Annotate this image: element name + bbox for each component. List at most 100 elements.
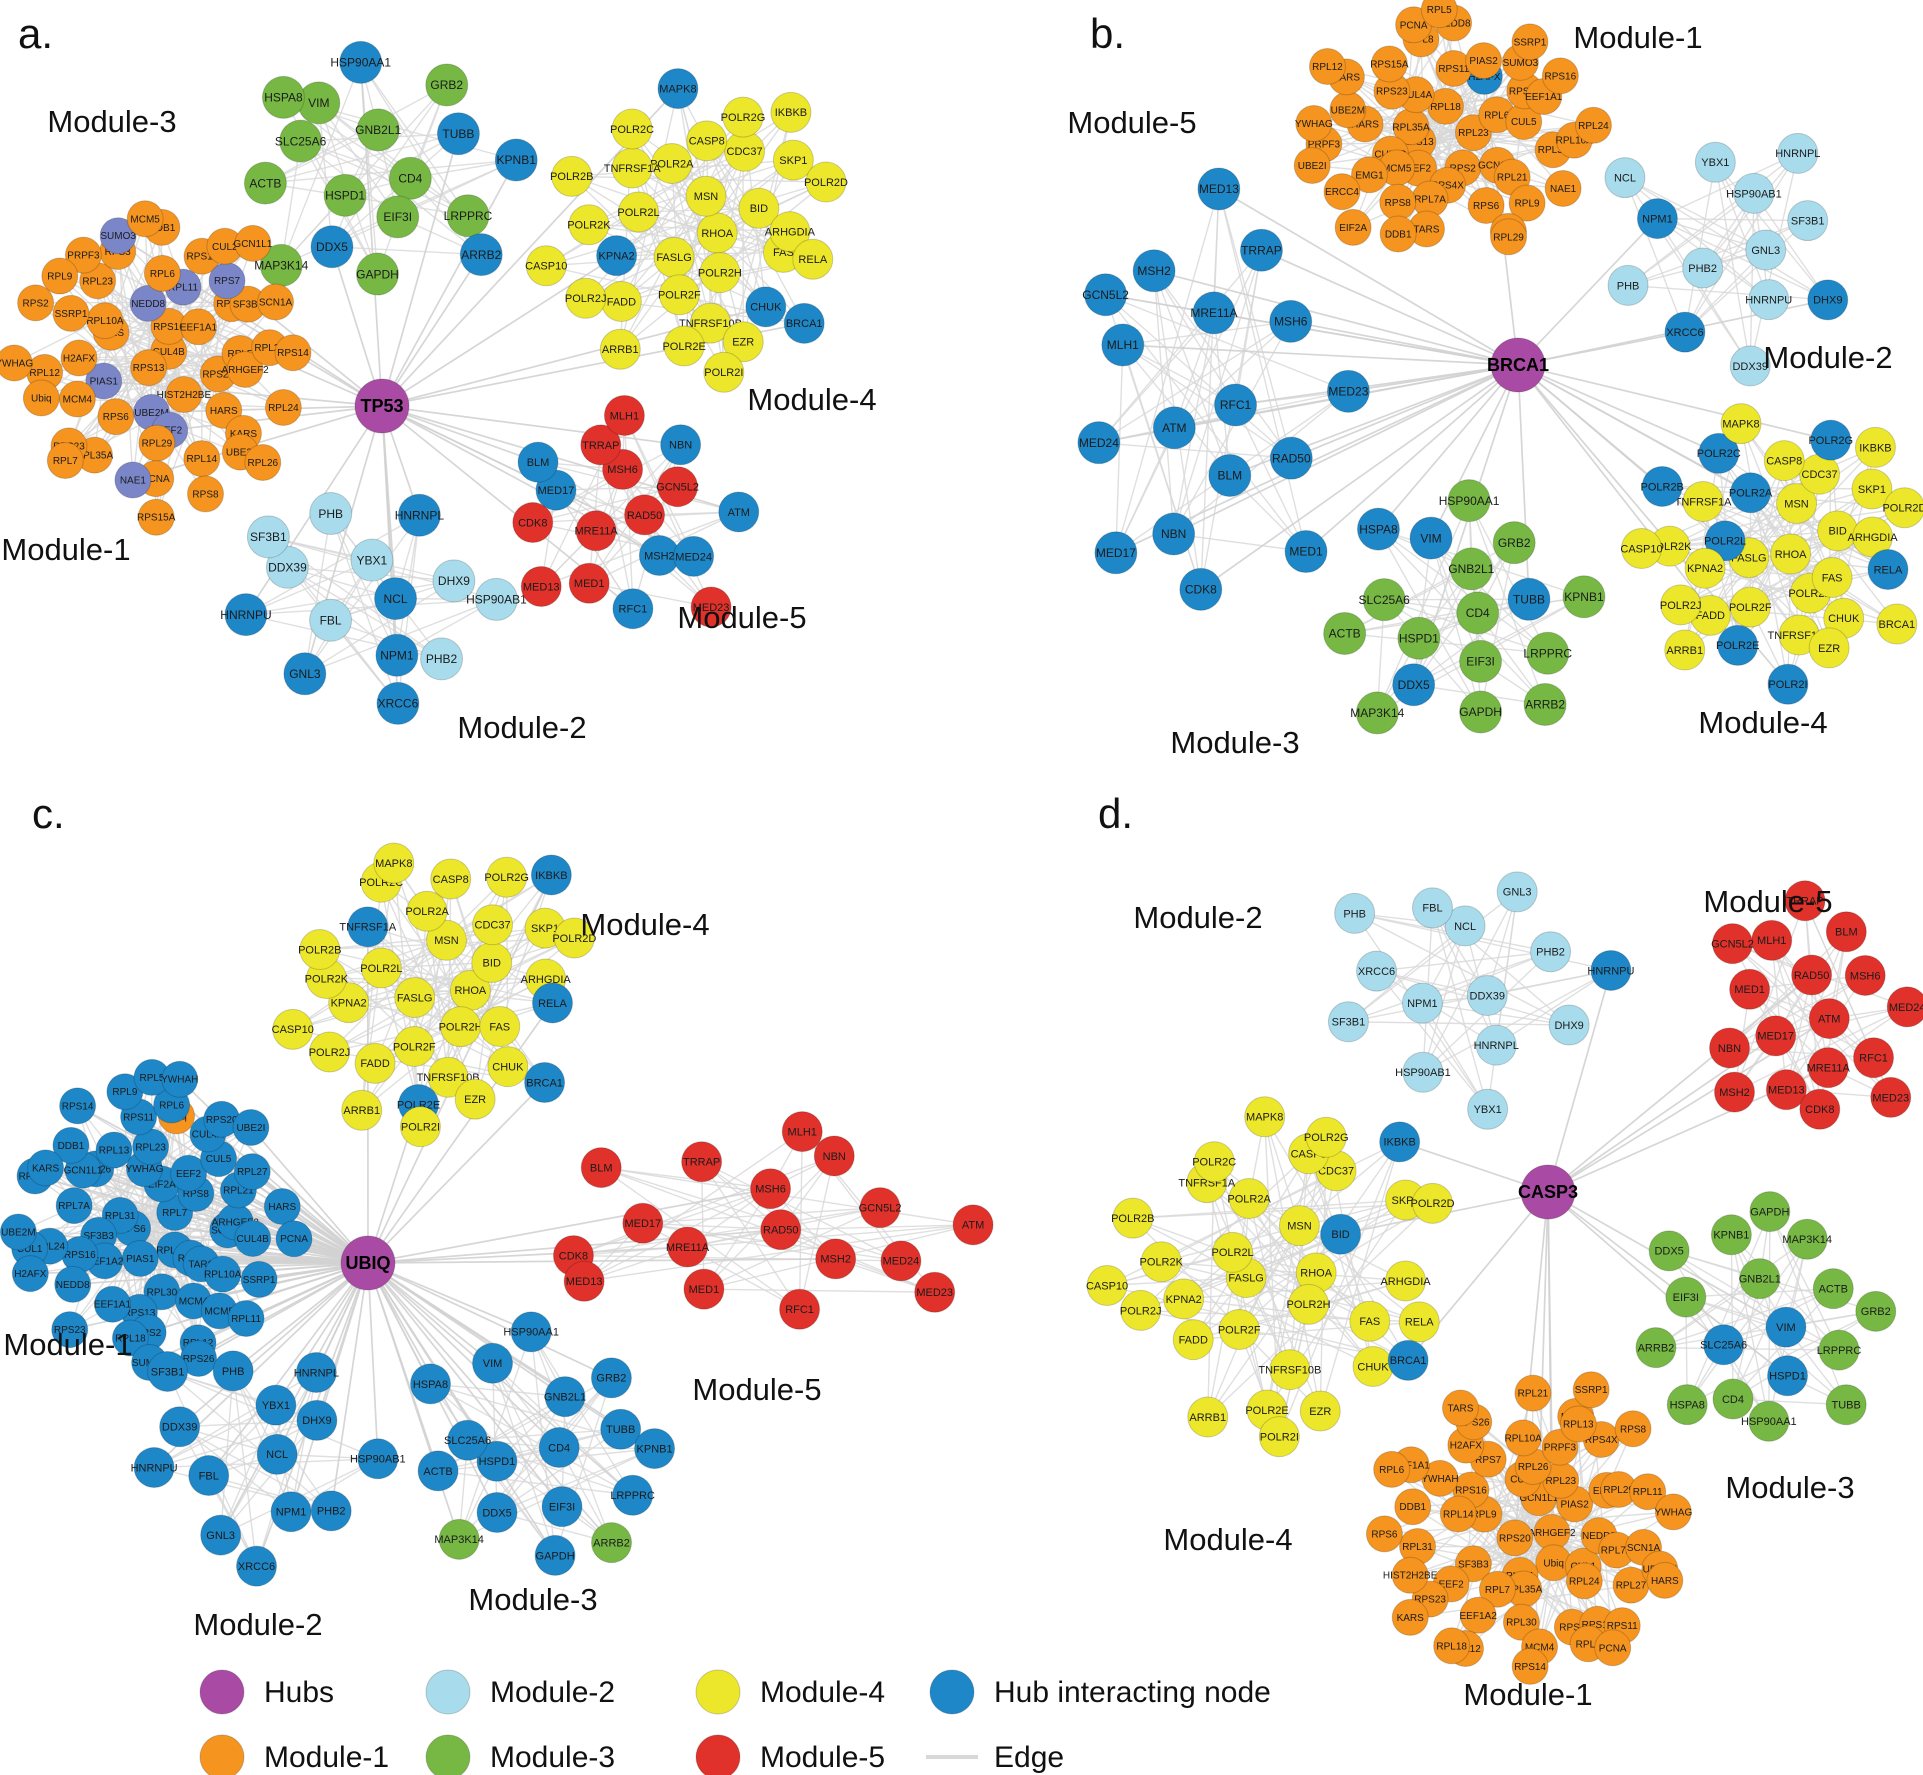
node-label-DDB1: DDB1 xyxy=(58,1141,85,1152)
node-label-DHX9: DHX9 xyxy=(1554,1020,1583,1032)
hub-edge xyxy=(367,1262,469,1441)
node-MED13 xyxy=(1765,1069,1807,1111)
node-POLR2A xyxy=(1228,1177,1270,1219)
node-NBN xyxy=(813,1135,855,1177)
node-label-POLR2E: POLR2E xyxy=(1245,1405,1288,1417)
node-label-EEF1A2: EEF1A2 xyxy=(86,1256,124,1267)
node-EEF2 xyxy=(170,1154,208,1192)
node-label-CD4: CD4 xyxy=(1466,606,1490,620)
node-POLR2J xyxy=(309,1031,351,1073)
node-DDB1 xyxy=(1394,1488,1432,1526)
hub-edge xyxy=(1547,1191,1789,1377)
edge xyxy=(1376,500,1470,714)
node-BRCA1 xyxy=(524,1062,566,1104)
hub-edge xyxy=(367,1258,836,1264)
edge xyxy=(245,598,497,616)
node-label-RPS13: RPS13 xyxy=(1582,1620,1614,1631)
node-label-YWHAG: YWHAG xyxy=(1654,1507,1692,1518)
node-label-FADD: FADD xyxy=(607,296,636,308)
node-RPS14 xyxy=(1511,1647,1549,1685)
node-label-RPL10A: RPL10A xyxy=(1505,1433,1543,1444)
node-PHB2 xyxy=(1530,931,1572,973)
node-label-KPNA2: KPNA2 xyxy=(1687,563,1723,575)
node-GAPDH xyxy=(534,1534,576,1576)
edge xyxy=(1413,568,1472,686)
edge xyxy=(1327,65,1594,126)
panel-b: RPL23RPS13RPL18RPS2RPL35ARPL6EEF2CUL4AGC… xyxy=(1067,0,1923,760)
node-ARRB2 xyxy=(459,233,503,277)
node-label-NBN: NBN xyxy=(1161,527,1186,541)
node-label-POLR2B: POLR2B xyxy=(1640,481,1683,493)
node-POLR2J xyxy=(1660,584,1702,626)
node-ACTB xyxy=(1812,1268,1854,1310)
node-label-FBL: FBL xyxy=(199,1470,219,1482)
node-FADD xyxy=(1172,1319,1214,1361)
node-label-PRPF3: PRPF3 xyxy=(1308,140,1341,151)
edge xyxy=(1733,900,1806,1093)
node-YBX1 xyxy=(1694,141,1736,183)
node-EIF2A xyxy=(1334,208,1372,246)
hub-edge xyxy=(367,1262,556,1556)
node-label-SLC25A6: SLC25A6 xyxy=(444,1435,491,1447)
node-label-ARHGDIA: ARHGDIA xyxy=(765,226,816,238)
edge xyxy=(573,1206,881,1257)
edge xyxy=(1354,912,1570,1026)
node-label-PRPF3: PRPF3 xyxy=(1544,1443,1577,1454)
node-label-RHOA: RHOA xyxy=(701,228,733,240)
node-label-SF3B3: SF3B3 xyxy=(83,1231,114,1242)
node-SKP1 xyxy=(772,139,814,181)
node-label-POLR2G: POLR2G xyxy=(1808,435,1853,447)
node-label-RPS8: RPS8 xyxy=(1620,1424,1647,1435)
legend-label: Hubs xyxy=(264,1676,334,1709)
node-YWHAG xyxy=(1654,1493,1692,1531)
node-label-EIF2A: EIF2A xyxy=(1339,223,1367,234)
legend-label: Module-3 xyxy=(490,1741,615,1774)
hub-edge xyxy=(367,1262,560,1449)
node-label-CUL4B: CUL4B xyxy=(237,1234,270,1245)
node-label-CHUK: CHUK xyxy=(750,302,782,314)
node-RFC1 xyxy=(612,588,654,630)
node-label-EMG1: EMG1 xyxy=(1355,170,1384,181)
node-label-DDX39: DDX39 xyxy=(162,1422,197,1434)
node-label-GNB2L1: GNB2L1 xyxy=(1448,562,1494,576)
node-label-EEF2: EEF2 xyxy=(176,1169,201,1180)
node-FBL xyxy=(188,1455,230,1497)
node-label-HARS: HARS xyxy=(210,406,238,417)
legend-swatch-module2 xyxy=(425,1669,471,1715)
node-label-RPS11: RPS11 xyxy=(123,1112,154,1123)
node-POLR2B xyxy=(299,929,341,971)
edge xyxy=(304,580,455,675)
node-POLR2A xyxy=(406,890,448,932)
node-label-POLR2I: POLR2I xyxy=(704,367,743,379)
node-label-HSP90AA1: HSP90AA1 xyxy=(503,1327,559,1339)
node-MSH2 xyxy=(815,1238,857,1280)
node-label-NPM1: NPM1 xyxy=(1642,213,1673,225)
node-MLH1 xyxy=(1101,323,1145,367)
node-RPL11 xyxy=(1629,1473,1667,1511)
edge xyxy=(583,1130,803,1282)
node-label-POLR2B: POLR2B xyxy=(1111,1213,1154,1225)
node-MED24 xyxy=(1886,986,1923,1028)
node-KPNA2 xyxy=(1684,547,1726,589)
node-label-MRE11A: MRE11A xyxy=(574,526,618,538)
node-label-ARHGEF2: ARHGEF2 xyxy=(212,1218,260,1229)
node-label-RPL12: RPL12 xyxy=(29,368,60,379)
node-RPL30 xyxy=(1502,1603,1540,1641)
node-HSP90AB1 xyxy=(1733,172,1775,214)
node-label-SF3B1: SF3B1 xyxy=(151,1366,185,1378)
node-label-PCNA: PCNA xyxy=(1400,20,1428,31)
node-KPNB1 xyxy=(1562,575,1606,619)
node-label-LRPPRC: LRPPRC xyxy=(1817,1345,1862,1357)
node-RPS14 xyxy=(274,334,312,372)
edge xyxy=(1173,320,1292,429)
node-label-DDB1: DDB1 xyxy=(1399,1502,1426,1513)
module-label-Module-1: Module-1 xyxy=(1,532,130,567)
node-SF3B1 xyxy=(1327,1001,1369,1043)
node-label-POLR2H: POLR2H xyxy=(698,268,742,280)
node-YWHAG xyxy=(1295,104,1333,142)
node-label-CHUK: CHUK xyxy=(1357,1361,1389,1373)
node-RAD50 xyxy=(624,494,666,536)
node-label-HNRNPU: HNRNPU xyxy=(220,608,271,622)
node-label-POLR2F: POLR2F xyxy=(393,1041,436,1053)
node-MED23 xyxy=(914,1271,956,1313)
